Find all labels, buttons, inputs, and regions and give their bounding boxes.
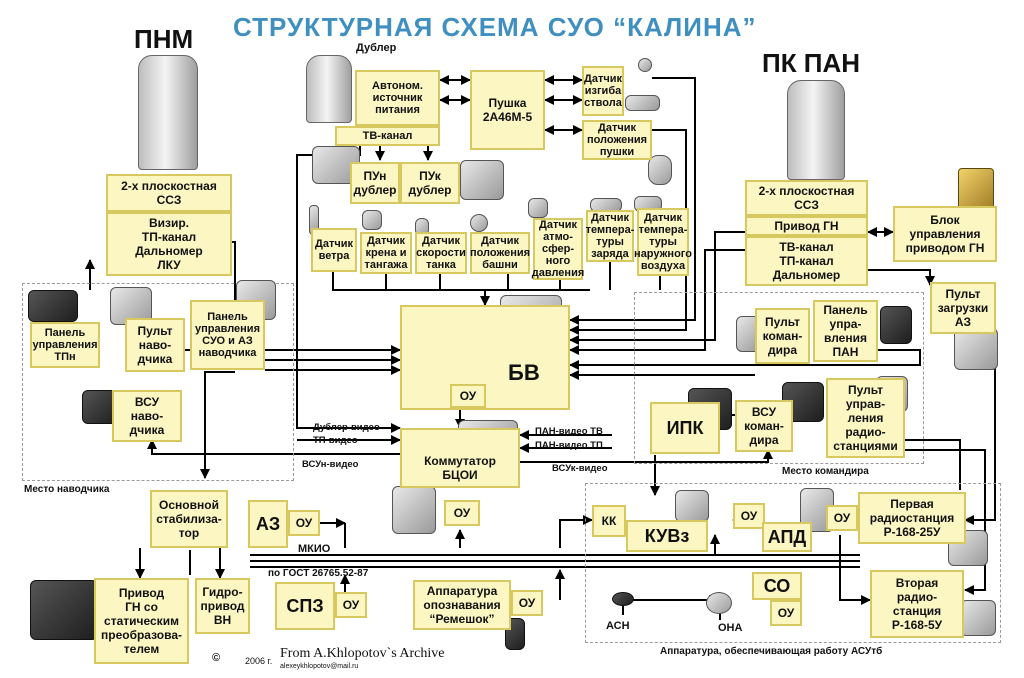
vsu-gunner-block[interactable]: ВСУ наво- дчика bbox=[112, 390, 182, 442]
pnm-sight-image bbox=[138, 55, 198, 170]
pan-panel-block[interactable]: Панель упра- вления ПАН bbox=[813, 300, 878, 362]
pun-dubler-block[interactable]: ПУн дублер bbox=[350, 162, 400, 204]
pk-pan-label: ПК ПАН bbox=[762, 48, 861, 78]
remeshok-block[interactable]: Аппаратура опознавания “Ремешок” bbox=[413, 580, 511, 630]
air-temp-block[interactable]: Датчик темпера- туры наружного воздуха bbox=[634, 208, 692, 276]
suo-panel-block[interactable]: Панель управления СУО и АЗ наводчика bbox=[190, 300, 265, 370]
vsun-video-label: ВСУн-видео bbox=[302, 459, 359, 470]
kk-block[interactable]: КК bbox=[592, 505, 626, 537]
gun-block[interactable]: Пушка 2А46М-5 bbox=[470, 70, 545, 150]
atm-sensor-image bbox=[528, 198, 548, 218]
bv-block[interactable] bbox=[400, 305, 570, 410]
bv-ou-block[interactable]: ОУ bbox=[450, 384, 486, 408]
bv-label: БВ bbox=[508, 360, 540, 385]
drive-gn-block[interactable]: Привод ГН со статическим преобразова- те… bbox=[94, 578, 189, 664]
tv-channel-block[interactable]: ТВ-канал bbox=[335, 126, 440, 146]
spz-block[interactable]: СПЗ bbox=[275, 582, 335, 630]
gunner-zone-label: Место наводчика bbox=[24, 484, 110, 495]
kuvz-block[interactable]: КУВз bbox=[626, 520, 708, 552]
puk-dubler-image bbox=[460, 160, 504, 200]
bcoi-image bbox=[392, 486, 436, 534]
mkio-label: МКИО bbox=[298, 543, 331, 555]
az-load-image bbox=[954, 328, 998, 370]
ona-antenna-image bbox=[706, 592, 732, 614]
switch-ou-block[interactable]: ОУ bbox=[444, 500, 480, 526]
gun-position-sensor-image bbox=[625, 95, 660, 111]
radio2-image bbox=[960, 600, 996, 636]
atm-sensor-block[interactable]: Датчик атмо- сфер- ного давления bbox=[531, 218, 585, 280]
switch-block[interactable]: Коммутатор БЦОИ bbox=[400, 428, 520, 488]
tpn-panel-image bbox=[28, 290, 78, 322]
hydro-drive-block[interactable]: Гидро- привод ВН bbox=[195, 578, 250, 634]
radio-panel-block[interactable]: Пульт управ- ления радио- станциями bbox=[826, 378, 905, 458]
roll-sensor-image bbox=[362, 210, 382, 230]
pnm-ssz-block[interactable]: 2-х плоскостная ССЗ bbox=[106, 174, 232, 212]
kuvz-image bbox=[675, 490, 709, 522]
pan-sight-image bbox=[787, 80, 845, 180]
gun-sensor-cylinder-image bbox=[648, 155, 672, 185]
ipk-block[interactable]: ИПК bbox=[650, 402, 720, 454]
dubler-sight-image bbox=[306, 55, 352, 123]
copyright-label: © bbox=[212, 652, 221, 664]
commander-zone-label: Место командира bbox=[782, 466, 869, 477]
radio1-block[interactable]: Первая радиостанция Р-168-25У bbox=[858, 492, 966, 544]
dubler-label: Дублер bbox=[356, 42, 397, 54]
az-block[interactable]: АЗ bbox=[248, 500, 288, 548]
vsuk-video-label: ВСУк-видео bbox=[552, 463, 608, 474]
apd-ou-block[interactable]: ОУ bbox=[826, 505, 858, 531]
roll-sensor-block[interactable]: Датчик крена и тангажа bbox=[360, 232, 412, 274]
radio2-block[interactable]: Вторая радио- станция Р-168-5У bbox=[870, 570, 964, 638]
so-ou-block[interactable]: ОУ bbox=[770, 600, 802, 626]
asn-antenna-image bbox=[612, 592, 634, 606]
tp-video-label: ТП-видео bbox=[313, 435, 358, 446]
vsu-commander-block[interactable]: ВСУ коман- дира bbox=[735, 400, 793, 452]
stabilizer-block[interactable]: Основной стабилиза- тор bbox=[150, 490, 228, 548]
ona-label: ОНА bbox=[718, 622, 743, 634]
tpn-panel-block[interactable]: Панель управления ТПн bbox=[30, 322, 100, 368]
gunner-pult-block[interactable]: Пульт наво- дчика bbox=[125, 318, 185, 372]
az-ou-block[interactable]: ОУ bbox=[288, 510, 320, 536]
turret-sensor-block[interactable]: Датчик положения башни bbox=[470, 232, 530, 274]
pnm-label: ПНМ bbox=[134, 24, 194, 54]
remeshok-ou-block[interactable]: ОУ bbox=[511, 590, 543, 616]
az-load-block[interactable]: Пульт загрузки АЗ bbox=[930, 282, 996, 334]
spz-ou-block[interactable]: ОУ bbox=[335, 592, 367, 618]
bend-sensor-block[interactable]: Датчик изгиба ствола bbox=[582, 66, 624, 116]
asn-label: АСН bbox=[606, 620, 630, 632]
pan-ssz-block[interactable]: 2-х плоскостная ССЗ bbox=[745, 180, 868, 216]
pnm-sight-block[interactable]: Визир. ТП-канал Дальномер ЛКУ bbox=[106, 212, 232, 276]
puk-dubler-block[interactable]: ПУк дублер bbox=[400, 162, 460, 204]
bend-sensor-image bbox=[638, 58, 652, 72]
drive-gn-image bbox=[30, 580, 98, 640]
gn-control-block[interactable]: Блок управления приводом ГН bbox=[893, 206, 997, 262]
archive-label: From A.Khlopotov`s Archive bbox=[280, 646, 445, 661]
diagram-title: СТРУКТУРНАЯ СХЕМА СУО “КАЛИНА” bbox=[233, 12, 757, 42]
charge-temp-block[interactable]: Датчик темпера- туры заряда bbox=[585, 210, 635, 262]
apd-block[interactable]: АПД bbox=[762, 522, 812, 552]
wind-sensor-block[interactable]: Датчик ветра bbox=[311, 228, 357, 272]
asutb-zone bbox=[585, 483, 1001, 643]
year-label: 2006 г. bbox=[245, 656, 273, 666]
pan-panel-image bbox=[880, 306, 912, 344]
gun-position-sensor-block[interactable]: Датчик положения пушки bbox=[582, 120, 652, 160]
gunner-zone bbox=[22, 283, 294, 481]
commander-pult-block[interactable]: Пульт коман- дира bbox=[755, 308, 810, 364]
email-label: alexeykhlopotov@mail.ru bbox=[280, 663, 359, 670]
kuvz-ou-block[interactable]: ОУ bbox=[733, 503, 765, 529]
pan-drive-block[interactable]: Привод ГН bbox=[745, 216, 868, 236]
commander-zone bbox=[634, 292, 924, 464]
gost-label: по ГОСТ 26765.52-87 bbox=[268, 568, 369, 579]
auto-power-block[interactable]: Автоном. источник питания bbox=[355, 70, 440, 126]
speed-sensor-block[interactable]: Датчик скорости танка bbox=[415, 232, 467, 274]
pan-tv-label: ПАН-видео ТВ bbox=[535, 426, 603, 437]
asutb-zone-label: Аппаратура, обеспечивающая работу АСУтб bbox=[660, 646, 883, 657]
pan-tp-label: ПАН-видео ТП bbox=[535, 440, 603, 451]
turret-sensor-image bbox=[470, 214, 488, 232]
dubler-video-label: Дублер-видео bbox=[313, 422, 380, 433]
pan-channels-block[interactable]: ТВ-канал ТП-канал Дальномер bbox=[745, 236, 868, 286]
so-block[interactable]: СО bbox=[752, 572, 802, 600]
